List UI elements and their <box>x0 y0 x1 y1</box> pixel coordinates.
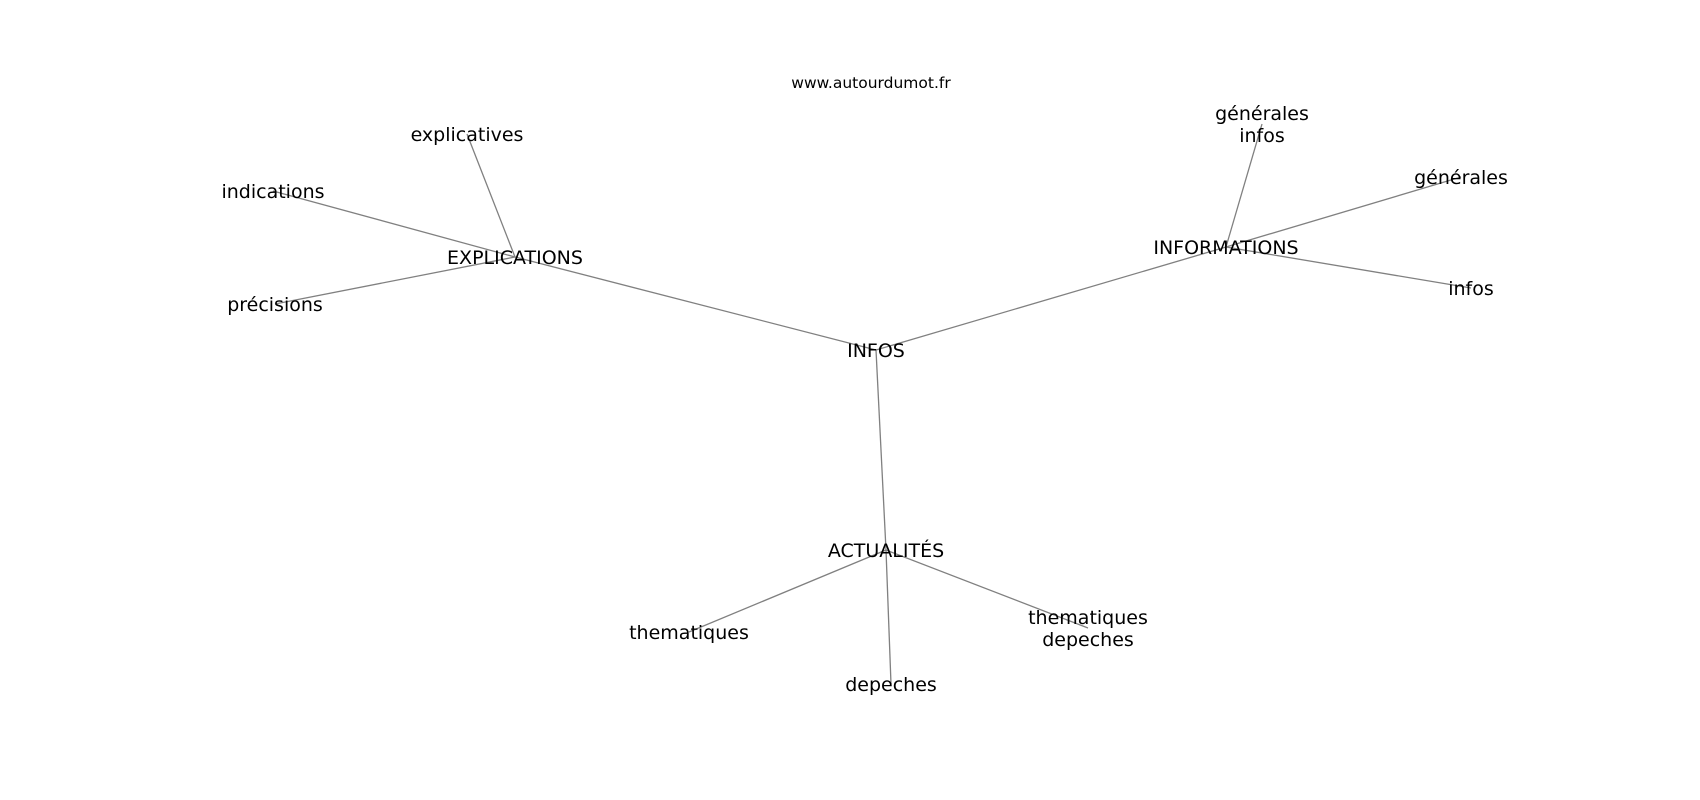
source-watermark: www.autourdumot.fr <box>791 74 951 92</box>
edge-informations-infos_leaf <box>1225 246 1472 289</box>
node-label-line: thematiques <box>629 622 749 644</box>
edge-infos_center-explications <box>514 256 877 351</box>
node-label-line: explicatives <box>411 124 524 146</box>
edge-explications-indications <box>272 190 516 258</box>
edge-infos_center-informations <box>875 246 1227 351</box>
edge-actualites-depeches <box>885 549 892 685</box>
node-label-line: ACTUALITÉS <box>828 539 944 562</box>
edge-explications-precisions <box>274 256 516 305</box>
node-label-line: indications <box>221 181 324 203</box>
node-indications: indications <box>221 181 324 203</box>
node-label-line: EXPLICATIONS <box>447 247 583 269</box>
node-infos-leaf: infos <box>1448 278 1494 300</box>
node-informations: INFORMATIONS <box>1153 237 1298 259</box>
node-explications: EXPLICATIONS <box>447 247 583 269</box>
node-label-line: infos <box>1448 278 1494 300</box>
node-label-line: INFORMATIONS <box>1153 237 1298 259</box>
node-precisions: précisions <box>227 294 323 316</box>
node-actualites: ACTUALITÉS <box>828 539 944 562</box>
edge-actualites-thematiques_depeches <box>885 549 1089 629</box>
edge-infos_center-actualites <box>875 349 887 551</box>
node-infos-center: INFOS <box>847 340 905 362</box>
node-label-line: générales <box>1215 103 1309 125</box>
node-label-line: depeches <box>1042 629 1134 651</box>
edge-informations-generales_infos <box>1225 123 1263 248</box>
edge-informations-generales <box>1225 176 1462 248</box>
edge-actualites-thematiques <box>688 549 887 633</box>
node-label-line: INFOS <box>847 340 905 362</box>
node-label-line: précisions <box>227 294 323 316</box>
graph-edges <box>272 123 1472 685</box>
node-depeches: depeches <box>845 674 937 696</box>
node-thematiques: thematiques <box>629 622 749 644</box>
edge-explications-explicatives <box>466 133 516 258</box>
node-generales: générales <box>1414 167 1508 189</box>
node-label-line: infos <box>1239 125 1285 147</box>
node-label-line: générales <box>1414 167 1508 189</box>
node-label-line: thematiques <box>1028 607 1148 629</box>
node-explicatives: explicatives <box>411 124 524 146</box>
node-label-line: depeches <box>845 674 937 696</box>
graph-nodes: INFOS EXPLICATIONS INFORMATIONS ACTUALITÉS e… <box>221 103 1507 696</box>
